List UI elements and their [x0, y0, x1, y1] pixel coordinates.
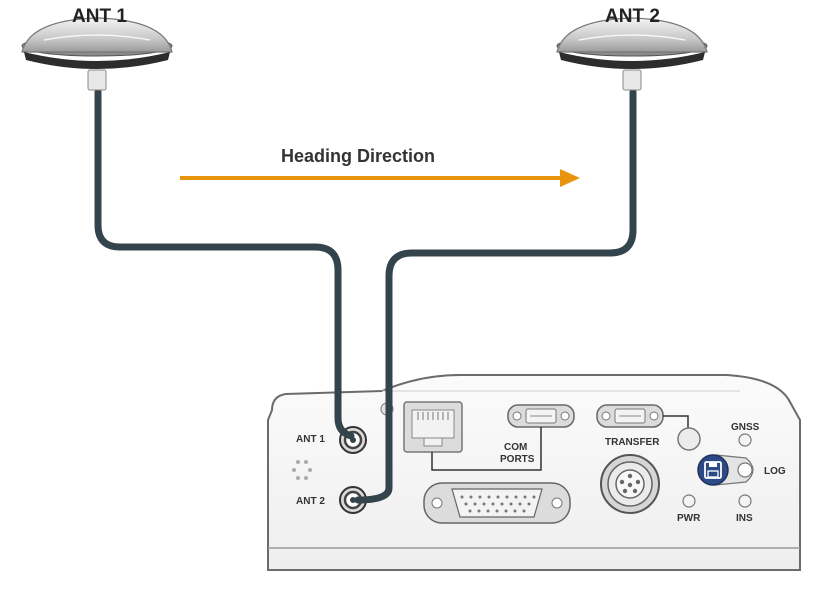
log-label: LOG [764, 466, 786, 477]
heading-arrow [180, 169, 580, 187]
antenna-2 [556, 17, 708, 91]
speaker-grille [292, 460, 312, 480]
heading-direction-label: Heading Direction [281, 146, 435, 166]
ant1-cable [94, 88, 355, 440]
serial-db-connector[interactable] [423, 482, 571, 524]
power-connector[interactable] [600, 454, 660, 514]
com-port-connector[interactable] [507, 404, 575, 428]
ins-label: INS [736, 513, 753, 524]
ins-led [738, 494, 752, 508]
receiver-device: ANT 1 ANT 2 [267, 374, 801, 571]
com-ports-label-line2: PORTS [500, 454, 535, 465]
com-ports-bracket [431, 427, 542, 471]
transfer-label: TRANSFER [605, 437, 660, 448]
transfer-button[interactable] [677, 427, 701, 451]
ethernet-port[interactable] [403, 401, 463, 453]
antenna-2-label: ANT 2 [605, 6, 660, 27]
antenna-1 [21, 17, 173, 91]
gnss-led [738, 433, 752, 447]
cables [94, 88, 637, 504]
ant1-port-label: ANT 1 [296, 434, 325, 445]
transfer-leader-line [663, 415, 689, 428]
device-outline [267, 374, 801, 571]
ant2-cable [354, 88, 637, 504]
gnss-label: GNSS [731, 422, 760, 433]
com-ports-label-line1: COM [504, 442, 527, 453]
pwr-label: PWR [677, 513, 701, 524]
log-button[interactable] [697, 454, 754, 486]
transfer-port[interactable] [596, 404, 664, 428]
pwr-led [682, 494, 696, 508]
ant2-port-label: ANT 2 [296, 496, 325, 507]
antenna-1-label: ANT 1 [72, 6, 127, 27]
